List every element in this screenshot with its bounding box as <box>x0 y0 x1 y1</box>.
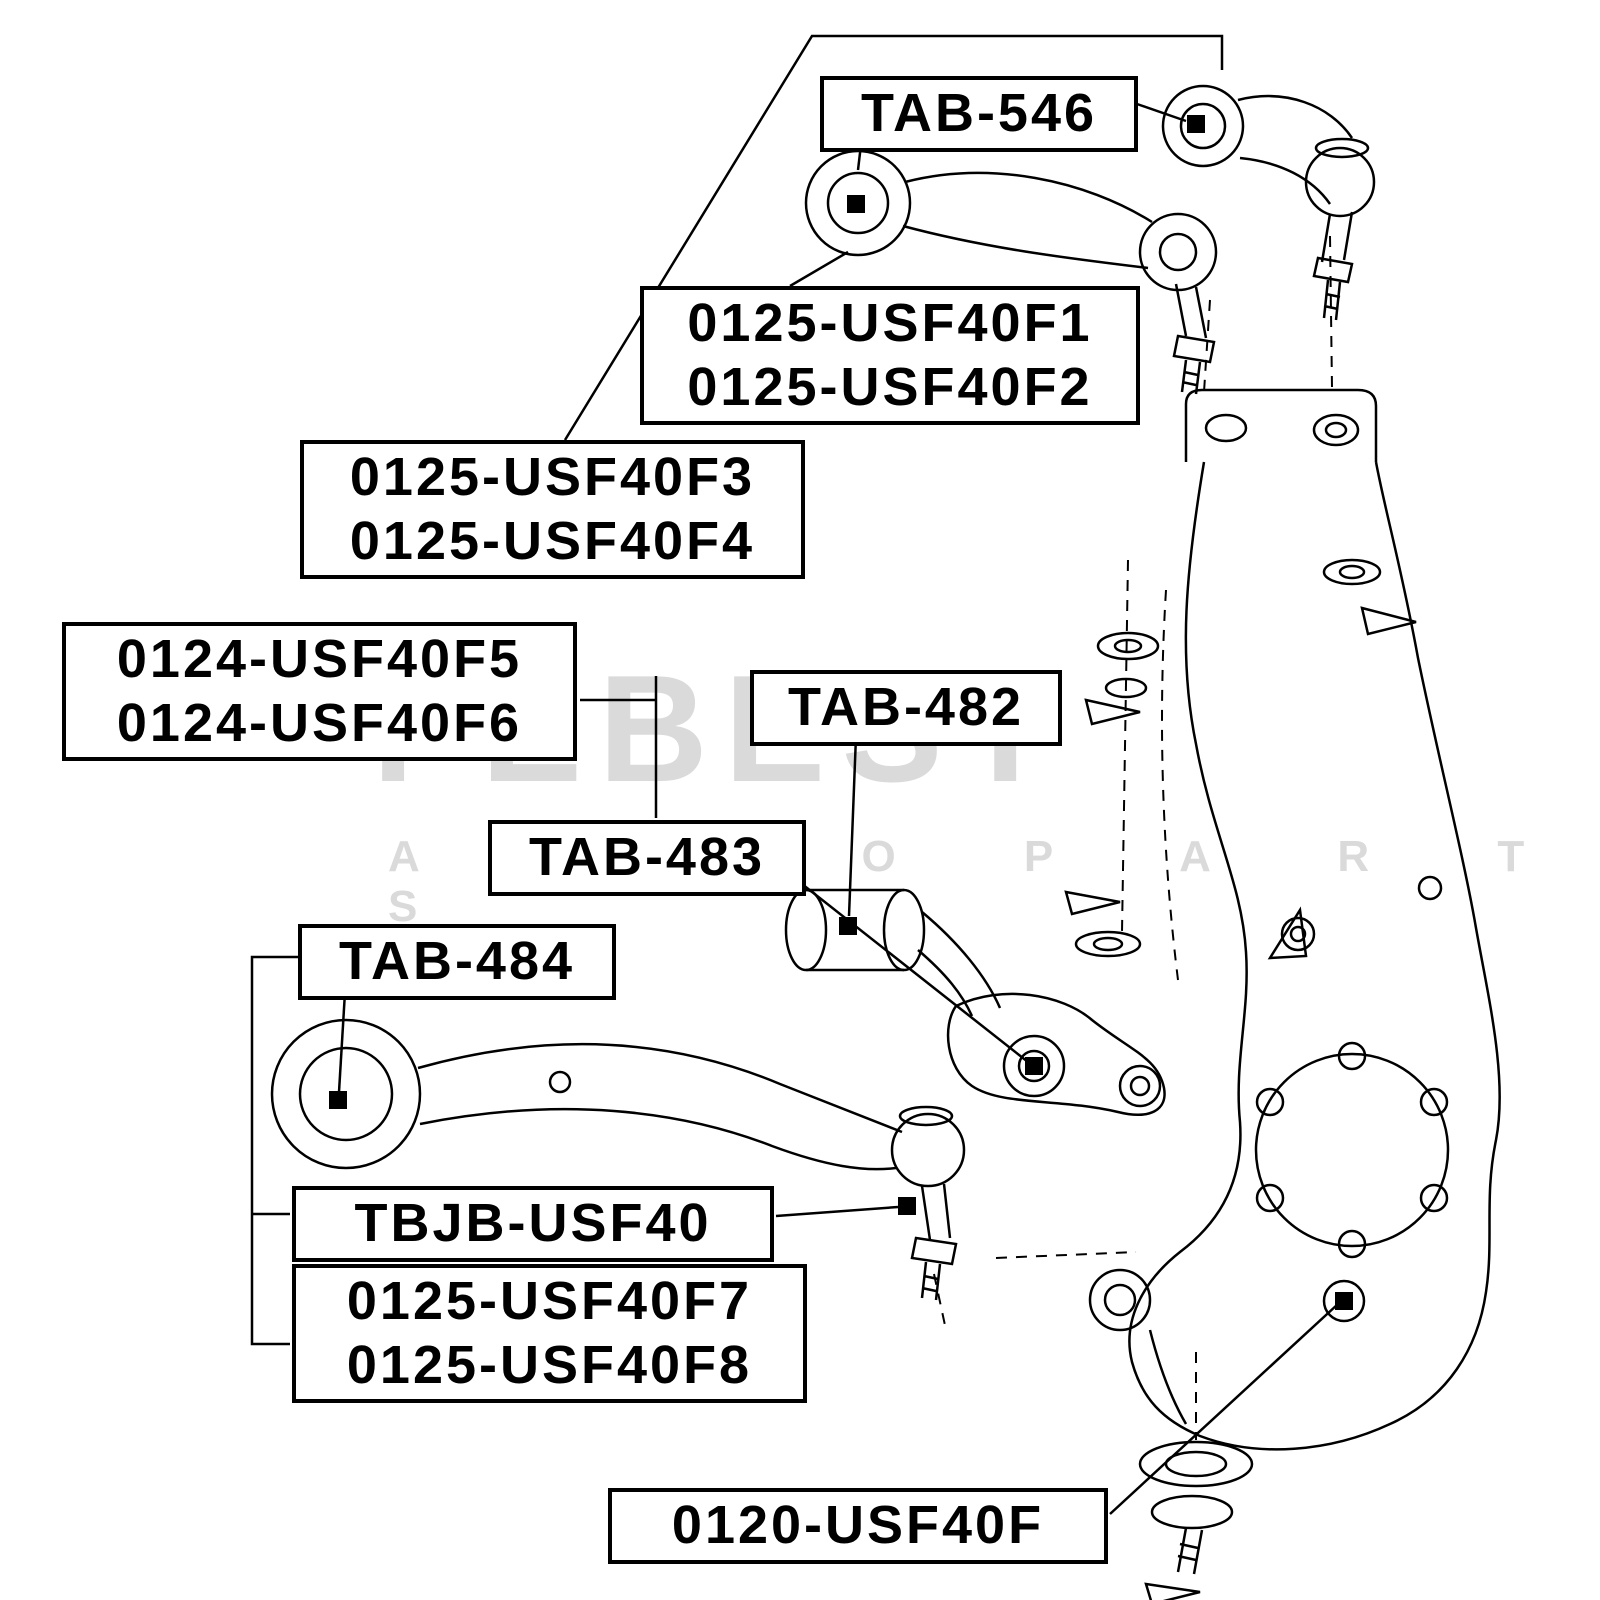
marker-tbjb <box>898 1197 916 1215</box>
part-number: 0125-USF40F7 <box>346 1271 753 1331</box>
part-lower-arm-front <box>270 1018 966 1301</box>
part-number: TAB-483 <box>528 827 766 887</box>
part-number: 0125-USF40F4 <box>349 510 756 571</box>
part-number: 0120-USF40F <box>671 1495 1045 1555</box>
part-label-tab-484: TAB-484 <box>298 924 616 1000</box>
part-lower-arm-rear <box>784 888 1166 1116</box>
part-bottom-bushing <box>1138 1440 1254 1600</box>
marker-tab-546-rear <box>1187 115 1205 133</box>
part-label-0120-usf40f: 0120-USF40F <box>608 1488 1108 1564</box>
part-label-tbjb-usf40: TBJB-USF40 <box>292 1186 774 1262</box>
part-number: 0125-USF40F1 <box>687 293 1093 353</box>
part-upper-control-arm-rear <box>1161 84 1376 321</box>
part-markers <box>329 115 1353 1310</box>
part-label-tab-483: TAB-483 <box>488 820 806 896</box>
marker-tab-484 <box>329 1091 347 1109</box>
part-number: 0125-USF40F3 <box>349 447 756 507</box>
marker-tab-546-front <box>847 195 865 213</box>
part-label-0125-usf40f3-f4: 0125-USF40F3 0125-USF40F4 <box>300 440 805 580</box>
part-number: TAB-482 <box>787 677 1025 737</box>
part-number: 0124-USF40F5 <box>116 629 523 689</box>
part-steering-knuckle <box>1088 388 1501 1451</box>
part-number: 0124-USF40F6 <box>116 692 523 753</box>
hidden-lines <box>933 235 1333 1440</box>
part-label-0124-usf40f5-f6: 0124-USF40F5 0124-USF40F6 <box>62 622 577 762</box>
part-label-0125-usf40f1-f2: 0125-USF40F1 0125-USF40F2 <box>640 286 1140 426</box>
part-label-0125-usf40f7-f8: 0125-USF40F7 0125-USF40F8 <box>292 1264 807 1404</box>
part-number: 0125-USF40F8 <box>346 1334 753 1395</box>
marker-tab-483 <box>1025 1057 1043 1075</box>
part-label-tab-482: TAB-482 <box>750 670 1062 746</box>
part-washers-clips <box>1064 558 1417 958</box>
part-number: TAB-546 <box>860 83 1098 143</box>
part-number: TBJB-USF40 <box>354 1193 712 1253</box>
marker-tab-482 <box>839 917 857 935</box>
marker-0120 <box>1335 1292 1353 1310</box>
part-number: 0125-USF40F2 <box>687 356 1093 417</box>
part-number: TAB-484 <box>338 931 576 991</box>
part-label-tab-546: TAB-546 <box>820 76 1138 152</box>
